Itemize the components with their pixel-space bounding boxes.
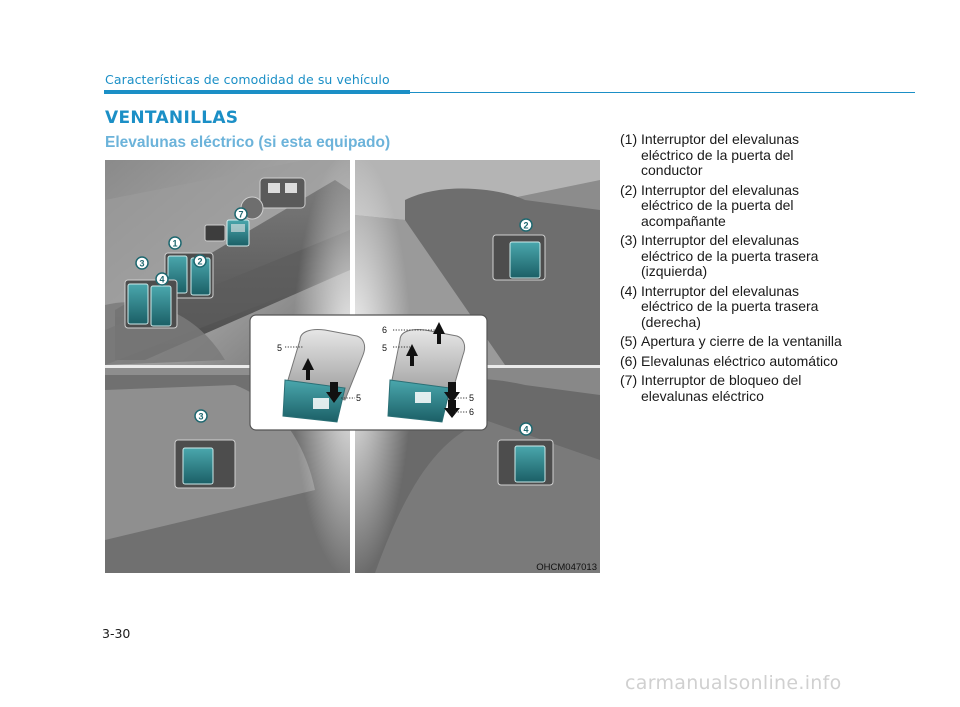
legend-item: (5)Apertura y cierre de la ventanilla — [620, 333, 920, 350]
svg-text:7: 7 — [238, 210, 243, 220]
header-rule-thick — [104, 90, 410, 94]
section-title: VENTANILLAS — [105, 108, 239, 128]
callout-2-passenger: 2 — [519, 218, 533, 232]
window-switch-figure: 5 5 6 5 5 6 1 2 3 4 7 2 — [105, 160, 600, 573]
inset-label-5-down-left: 5 — [356, 393, 361, 403]
legend-item: (6)Elevalunas eléctrico automático — [620, 352, 920, 370]
svg-text:1: 1 — [172, 239, 177, 249]
svg-text:4: 4 — [159, 275, 164, 285]
legend-number: (4) — [620, 282, 638, 299]
watermark: carmanualsonline.info — [625, 672, 842, 694]
legend-line: Interruptor del elevalunas — [641, 282, 799, 299]
legend-line: conductor — [641, 162, 703, 178]
svg-text:2: 2 — [523, 221, 528, 231]
subsection-title: Elevalunas eléctrico (si esta equipado) — [105, 134, 391, 151]
legend-number: (3) — [620, 232, 638, 248]
legend-line: Apertura y cierre de la ventanilla — [641, 333, 842, 349]
legend-line: Interruptor de bloqueo del — [641, 372, 802, 388]
legend-number: (2) — [620, 181, 638, 198]
legend-text: Elevalunas eléctrico automático — [641, 352, 920, 370]
legend-line: acompañante — [641, 212, 726, 229]
legend-line: (derecha) — [641, 313, 701, 330]
svg-text:3: 3 — [139, 259, 144, 269]
callout-3-driver: 3 — [135, 256, 149, 270]
legend-line: Interruptor del elevalunas — [641, 131, 799, 147]
svg-text:4: 4 — [523, 425, 528, 435]
legend-line: Elevalunas eléctrico automático — [641, 352, 838, 369]
inset-label-6-down-right: 6 — [469, 407, 474, 417]
figure-code: OHCM047013 — [536, 562, 597, 573]
legend-line: eléctrico de la puerta del — [641, 146, 794, 163]
callout-4-rear-right: 4 — [519, 422, 533, 436]
callout-3-rear-left: 3 — [194, 409, 208, 423]
inset-label-5-up-left: 5 — [277, 343, 282, 353]
legend-line: eléctrico de la puerta trasera — [641, 247, 819, 264]
page-number: 3-30 — [102, 626, 131, 641]
legend-number: (7) — [620, 372, 638, 388]
legend-line: eléctrico de la puerta del — [641, 197, 794, 213]
callout-7: 7 — [234, 207, 248, 221]
legend-line: Interruptor del elevalunas — [641, 232, 799, 248]
inset-label-6-up-right: 6 — [382, 325, 387, 335]
callout-1: 1 — [168, 236, 182, 250]
legend-line: eléctrico de la puerta trasera — [641, 298, 819, 314]
legend-line: elevalunas eléctrico — [641, 387, 764, 404]
svg-text:3: 3 — [198, 412, 203, 422]
chapter-header: Características de comodidad de su vehíc… — [105, 72, 390, 87]
legend-number: (6) — [620, 352, 638, 369]
callout-4-driver: 4 — [155, 272, 169, 286]
inset-label-5-up-right: 5 — [382, 343, 387, 353]
legend-number: (5) — [620, 333, 638, 349]
header-rule-thin — [410, 92, 915, 93]
inset-label-5-down-right: 5 — [469, 393, 474, 403]
callout-2-driver: 2 — [193, 254, 207, 268]
legend-text: Apertura y cierre de la ventanilla — [641, 333, 920, 350]
legend-line: (izquierda) — [641, 263, 708, 279]
legend-number: (1) — [620, 131, 638, 147]
svg-text:2: 2 — [197, 257, 202, 267]
legend-line: Interruptor del elevalunas — [641, 181, 799, 198]
